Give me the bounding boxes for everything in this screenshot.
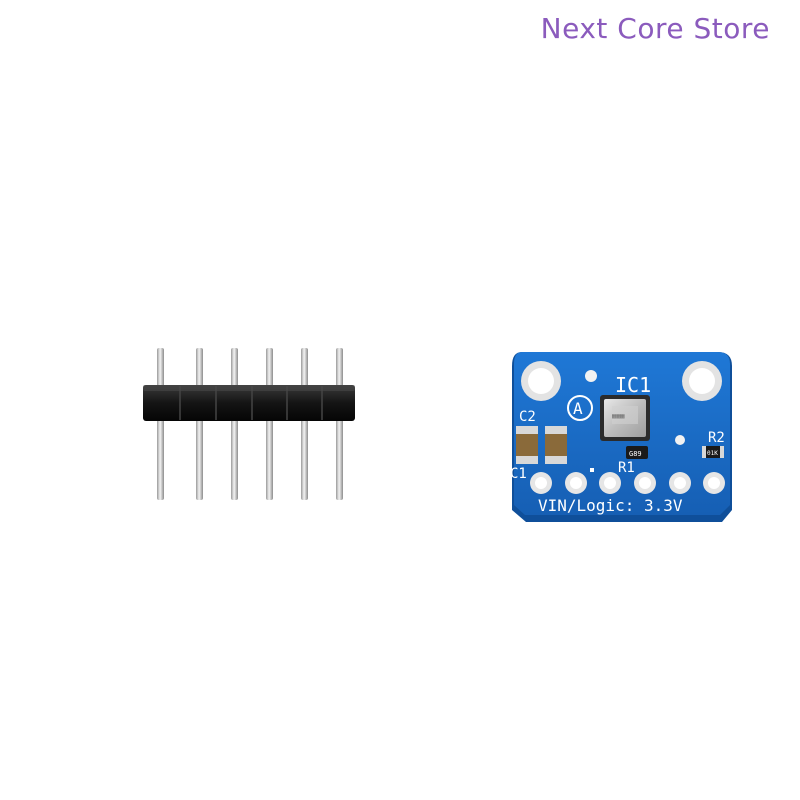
svg-text:▦▦▦: ▦▦▦ xyxy=(612,412,625,420)
resistor: 01K xyxy=(702,446,724,458)
svg-text:01K: 01K xyxy=(707,450,718,457)
header-pin xyxy=(231,348,238,500)
pin-header xyxy=(143,348,355,500)
via xyxy=(675,435,685,445)
sensor-marking-component: G89 xyxy=(626,446,648,459)
svg-text:G89: G89 xyxy=(629,450,642,458)
resistor-right-label: R2 xyxy=(708,430,725,446)
pin-pad xyxy=(530,472,552,494)
resistor-bottom-label: R1 xyxy=(618,460,635,476)
header-pin xyxy=(157,348,164,500)
sensor-breakout-board: IC1 A ▦▦▦ G89 C2 xyxy=(510,352,732,522)
header-pin xyxy=(196,348,203,500)
pin1-marker xyxy=(590,468,594,472)
address-mark: A xyxy=(567,395,593,421)
silkscreen-voltage-text: VIN/Logic: 3.3V xyxy=(538,496,683,515)
store-watermark: Next Core Store xyxy=(540,12,770,45)
pin-pad xyxy=(703,472,725,494)
mounting-hole xyxy=(521,361,561,401)
capacitor xyxy=(545,426,567,464)
svg-text:A: A xyxy=(573,399,583,418)
capacitor-bottom-label: C1 xyxy=(510,466,527,482)
pin-pads xyxy=(530,472,725,494)
header-pin xyxy=(301,348,308,500)
via xyxy=(585,370,597,382)
capacitor-top-label: C2 xyxy=(519,409,536,425)
pin-pad xyxy=(634,472,656,494)
capacitor xyxy=(516,426,538,464)
pin-pad xyxy=(565,472,587,494)
pin-pad xyxy=(669,472,691,494)
header-housing xyxy=(143,385,355,421)
chip-label: IC1 xyxy=(615,373,651,397)
header-pin xyxy=(266,348,273,500)
mounting-hole xyxy=(682,361,722,401)
pin-pad xyxy=(599,472,621,494)
sensor-chip: ▦▦▦ xyxy=(600,395,650,441)
header-pin xyxy=(336,348,343,500)
